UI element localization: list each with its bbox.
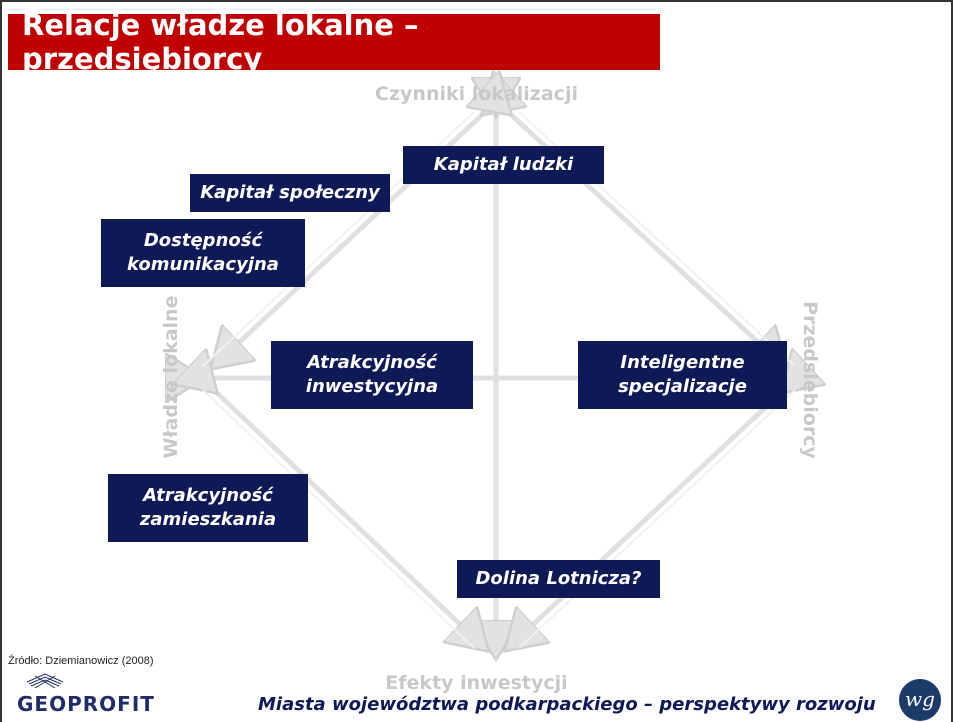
box-kapital-ludzki: Kapitał ludzki xyxy=(403,146,604,184)
box-dostepnosc-komunikacyjna: Dostępność komunikacyjna xyxy=(101,219,305,287)
svg-text:wg: wg xyxy=(905,687,935,711)
box-dolina-lotnicza: Dolina Lotnicza? xyxy=(457,560,660,598)
source-note: Źródło: Dziemianowicz (2008) xyxy=(8,655,154,667)
geoprofit-logo: GEOPROFIT xyxy=(17,672,187,722)
axis-label-right: Przedsiębiorcy xyxy=(799,301,821,459)
edge-bottom-left xyxy=(214,390,485,648)
geoprofit-wordmark: GEOPROFIT xyxy=(17,692,155,716)
box-atrakcyjnosc-inwestycyjna: Atrakcyjność inwestycyjna xyxy=(271,341,473,409)
box-atrakcyjnosc-zamieszkania: Atrakcyjność zamieszkania xyxy=(108,474,308,542)
slide-top-border xyxy=(0,0,953,8)
box-inteligentne-specjalizacje: Inteligentne specjalizacje xyxy=(578,341,787,409)
slide-left-border xyxy=(0,0,2,722)
axis-label-top: Czynniki lokalizacji xyxy=(375,83,578,105)
wg-logo-icon: wg xyxy=(899,679,941,721)
axis-label-bottom: Efekty inwestycji xyxy=(385,672,568,694)
box-kapital-spoleczny: Kapitał społeczny xyxy=(190,174,390,212)
edge-bottom-right xyxy=(508,390,784,648)
footer-caption: Miasta województwa podkarpackiego – pers… xyxy=(258,694,876,715)
geoprofit-emblem-icon xyxy=(26,673,64,689)
slide-right-border xyxy=(951,0,953,722)
axis-label-left: Władze lokalne xyxy=(160,295,182,459)
